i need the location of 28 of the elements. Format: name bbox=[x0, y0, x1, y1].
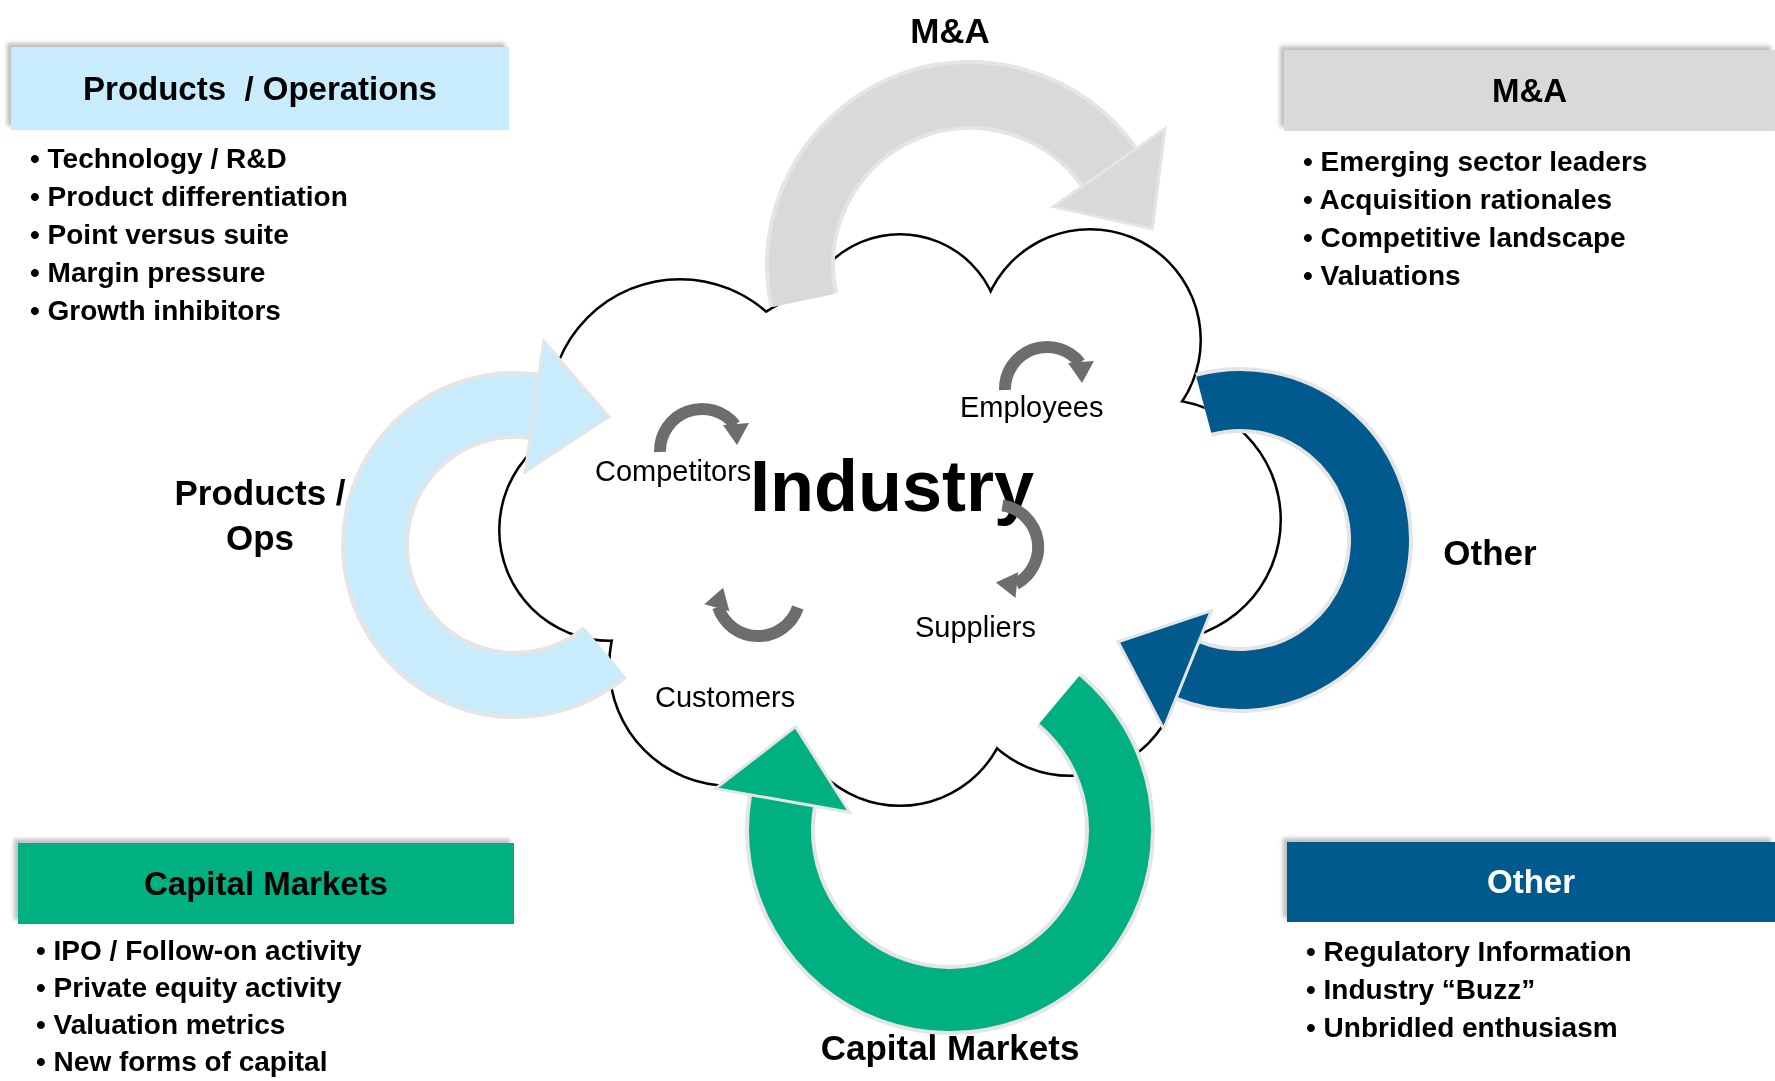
actor-label: Competitors bbox=[595, 457, 752, 486]
cycle-label: Products / Ops bbox=[173, 472, 347, 559]
actor-label: Customers bbox=[655, 683, 796, 712]
bullet-item: • Product differentiation bbox=[30, 180, 348, 214]
bullet-item: • Unbridled enthusiasm bbox=[1306, 1011, 1619, 1045]
bullet-item: • IPO / Follow-on activity bbox=[36, 934, 362, 968]
bullet-item: • Valuation metrics bbox=[36, 1008, 287, 1042]
bullet-item: • Technology / R&D bbox=[30, 142, 288, 176]
bullet-item: • Point versus suite bbox=[30, 218, 290, 252]
bullet-item: • Emerging sector leaders bbox=[1303, 145, 1648, 179]
bullet-item: • Private equity activity bbox=[36, 971, 343, 1005]
cycle-label: Other bbox=[1442, 532, 1538, 574]
bullet-item: • Competitive landscape bbox=[1303, 221, 1627, 255]
category-header: Other bbox=[1287, 842, 1775, 922]
category-header: M&A bbox=[1284, 50, 1775, 131]
cycle-label: M&A bbox=[909, 10, 991, 52]
bullet-item: • Acquisition rationales bbox=[1303, 183, 1614, 217]
bullet-item: • Growth inhibitors bbox=[30, 294, 282, 328]
actor-label: Employees bbox=[960, 393, 1104, 422]
category-header: Products / Operations bbox=[11, 47, 509, 130]
bullet-item: • Industry “Buzz” bbox=[1306, 973, 1537, 1007]
actor-label: Suppliers bbox=[915, 613, 1036, 642]
bullet-item: • Valuations bbox=[1303, 259, 1462, 293]
bullet-item: • New forms of capital bbox=[36, 1045, 329, 1079]
bullet-item: • Regulatory Information bbox=[1306, 935, 1632, 969]
cycle-label: Capital Markets bbox=[819, 1027, 1081, 1069]
bullet-item: • Margin pressure bbox=[30, 256, 267, 290]
category-header: Capital Markets bbox=[18, 843, 514, 924]
